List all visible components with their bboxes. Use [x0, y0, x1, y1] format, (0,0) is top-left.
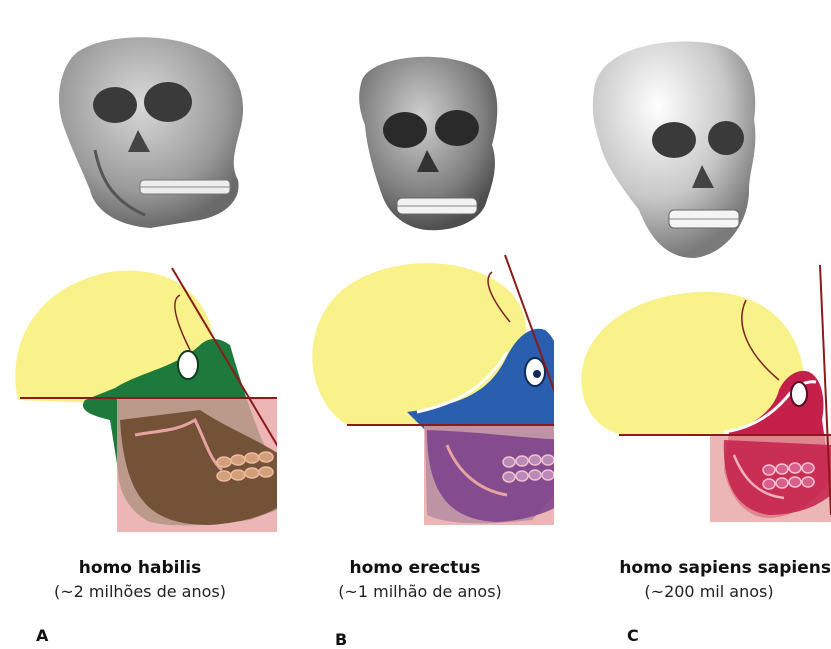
homo-sapiens-illustration	[554, 0, 831, 540]
sapiens-age: (~200 mil anos)	[604, 582, 814, 601]
habilis-age: (~2 milhões de anos)	[25, 582, 255, 601]
panel-homo-erectus: homo erectus (~1 milhão de anos) B	[277, 0, 554, 647]
homo-habilis-illustration	[0, 0, 277, 540]
label-a: A	[36, 626, 48, 645]
habilis-name: homo habilis	[60, 558, 220, 578]
label-b: B	[335, 630, 347, 649]
sapiens-skull-photo	[593, 41, 756, 258]
panel-homo-sapiens-sapiens: homo sapiens sapiens (~200 mil anos) C	[554, 0, 831, 647]
erectus-skull-photo	[359, 57, 497, 230]
label-c: C	[627, 626, 639, 645]
habilis-skull-photo	[59, 37, 243, 228]
sapiens-name: homo sapiens sapiens	[554, 558, 831, 578]
erectus-age: (~1 milhão de anos)	[320, 582, 520, 601]
homo-erectus-illustration	[277, 0, 554, 540]
erectus-name: homo erectus	[335, 558, 495, 578]
panel-homo-habilis: homo habilis (~2 milhões de anos) A	[0, 0, 277, 647]
